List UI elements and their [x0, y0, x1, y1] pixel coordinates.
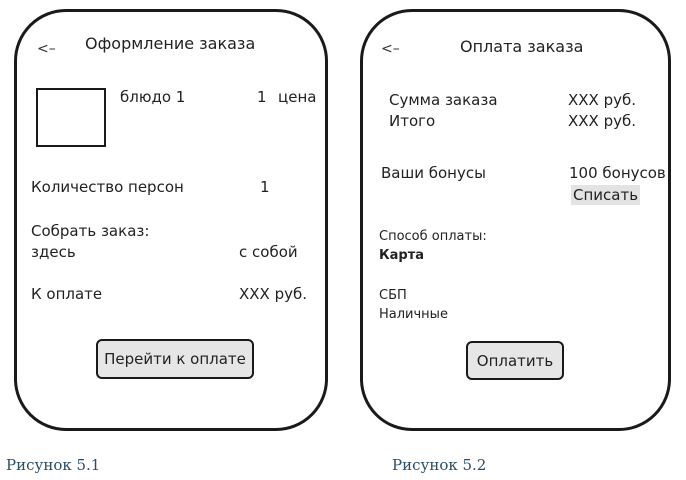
- total-value: XXX руб.: [239, 285, 308, 303]
- dish-name: блюдо 1: [120, 88, 186, 106]
- bonus-writeoff-button[interactable]: Списать: [571, 185, 641, 205]
- pickup-label: Собрать заказ:: [31, 222, 150, 240]
- grand-total-value: XXX руб.: [568, 112, 637, 130]
- pickup-option-here[interactable]: здесь: [31, 243, 76, 261]
- total-label: К оплате: [31, 285, 103, 303]
- payment-method-card[interactable]: Карта: [379, 248, 425, 263]
- dish-image-placeholder: [36, 88, 106, 147]
- figure-caption-1: Рисунок 5.1: [6, 456, 101, 474]
- go-to-payment-button[interactable]: Перейти к оплате: [96, 339, 254, 379]
- page-title: Оплата заказа: [460, 37, 584, 56]
- dish-quantity: 1: [257, 88, 267, 106]
- payment-method-label: Способ оплаты:: [379, 229, 487, 244]
- payment-method-sbp[interactable]: СБП: [379, 288, 407, 303]
- pay-button[interactable]: Оплатить: [466, 341, 564, 380]
- dish-price: цена: [278, 88, 317, 106]
- bonus-label: Ваши бонусы: [381, 164, 486, 182]
- grand-total-label: Итого: [389, 112, 436, 130]
- order-sum-value: XXX руб.: [568, 91, 637, 109]
- back-arrow-icon[interactable]: <–: [381, 41, 400, 57]
- back-arrow-icon[interactable]: <–: [37, 41, 56, 57]
- persons-value[interactable]: 1: [260, 178, 270, 196]
- persons-label: Количество персон: [31, 178, 184, 196]
- page-title: Оформление заказа: [85, 34, 256, 53]
- bonus-value: 100 бонусов: [569, 164, 666, 182]
- order-sum-label: Сумма заказа: [389, 91, 498, 109]
- payment-method-cash[interactable]: Наличные: [379, 307, 448, 322]
- figure-caption-2: Рисунок 5.2: [392, 456, 487, 474]
- pickup-option-takeaway[interactable]: с собой: [239, 243, 298, 261]
